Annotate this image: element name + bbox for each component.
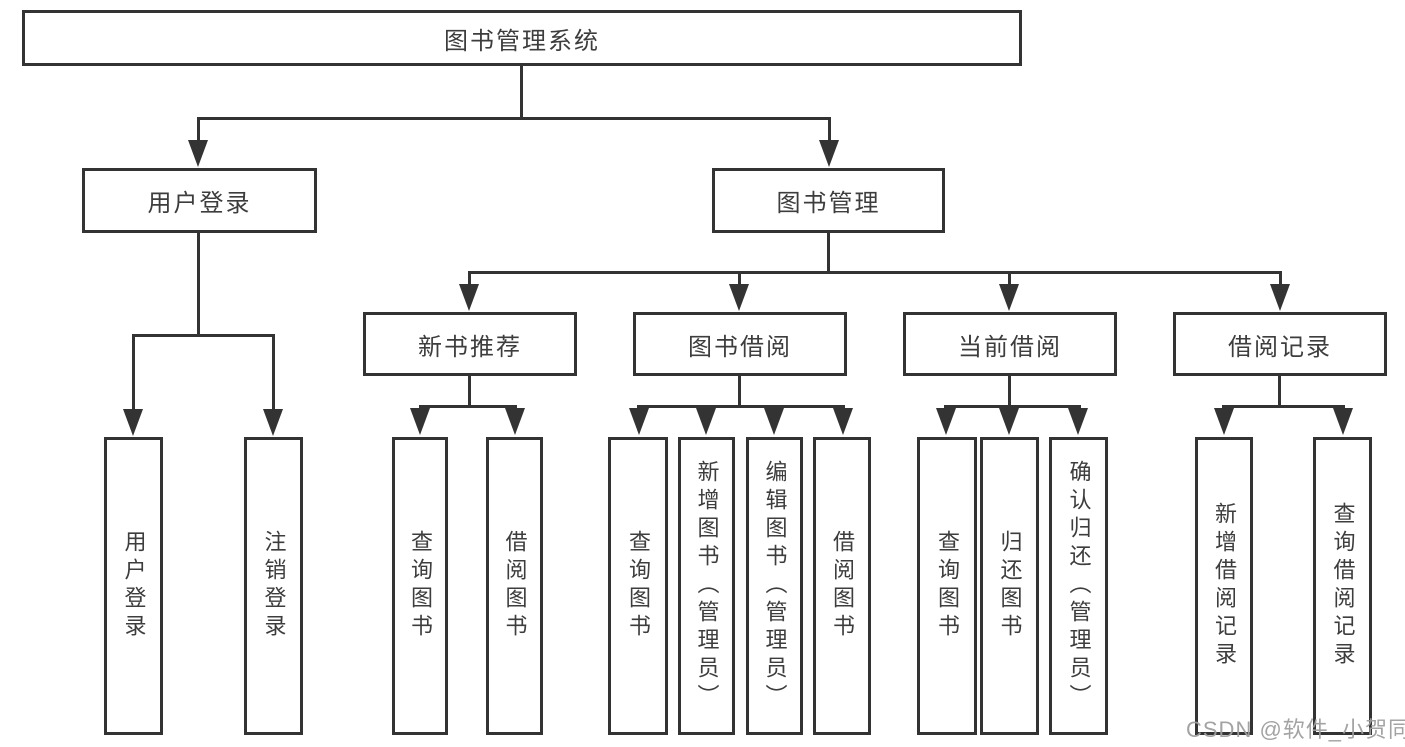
node-new-book-recommend: 新书推荐 (363, 312, 577, 376)
line-segment (1008, 271, 1011, 287)
leaf-edit-book-admin: 编辑图书（管理员） (746, 437, 803, 735)
leaf-logout-login: 注销登录 (244, 437, 303, 735)
leaf-add-borrow-record: 新增借阅记录 (1195, 437, 1253, 735)
node-book-management: 图书管理 (712, 168, 945, 233)
line-segment (419, 405, 517, 408)
line-segment (272, 334, 275, 410)
line-segment (132, 334, 275, 337)
leaf-confirm-return-admin: 确认归还（管理员） (1049, 437, 1108, 735)
line-segment (520, 66, 523, 120)
node-book-borrow: 图书借阅 (633, 312, 847, 376)
leaf-borrow-books-recommend: 借阅图书 (486, 437, 543, 735)
line-segment (197, 231, 200, 337)
arrowhead-down (1333, 408, 1353, 435)
arrowhead-down (459, 284, 479, 311)
node-borrow-records: 借阅记录 (1173, 312, 1387, 376)
arrowhead-down (1214, 408, 1234, 435)
node-root-library-system: 图书管理系统 (22, 10, 1022, 66)
arrowhead-down (1068, 408, 1088, 435)
arrowhead-down (505, 408, 525, 435)
line-segment (827, 231, 830, 274)
leaf-query-books-borrow: 查询图书 (608, 437, 668, 735)
leaf-add-book-admin: 新增图书（管理员） (678, 437, 735, 735)
leaf-user-login: 用户登录 (104, 437, 163, 735)
csdn-watermark: CSDN @软件_小贺同学 (1186, 717, 1405, 742)
leaf-query-books-recommend: 查询图书 (392, 437, 448, 735)
leaf-borrow-books: 借阅图书 (813, 437, 871, 735)
arrowhead-down (696, 408, 716, 435)
arrowhead-down (936, 408, 956, 435)
line-segment (197, 117, 831, 120)
arrowhead-down (263, 409, 283, 436)
arrowhead-down (123, 409, 143, 436)
arrowhead-down (999, 284, 1019, 311)
line-segment (468, 271, 1282, 274)
node-user-login: 用户登录 (82, 168, 317, 233)
arrowhead-down (188, 140, 208, 167)
arrowhead-down (629, 408, 649, 435)
line-segment (738, 374, 741, 408)
arrowhead-down (1270, 284, 1290, 311)
line-segment (637, 405, 845, 408)
line-segment (1278, 374, 1281, 408)
line-segment (738, 271, 741, 287)
line-segment (468, 374, 471, 408)
arrowhead-down (819, 140, 839, 167)
leaf-return-book: 归还图书 (980, 437, 1039, 735)
arrowhead-down (410, 408, 430, 435)
line-segment (1008, 374, 1011, 408)
node-current-borrow: 当前借阅 (903, 312, 1117, 376)
arrowhead-down (999, 408, 1019, 435)
line-segment (944, 405, 1081, 408)
line-segment (828, 117, 831, 143)
line-segment (132, 334, 135, 410)
line-segment (1222, 405, 1345, 408)
arrowhead-down (729, 284, 749, 311)
leaf-query-borrow-record: 查询借阅记录 (1313, 437, 1372, 735)
arrowhead-down (764, 408, 784, 435)
line-segment (1279, 271, 1282, 287)
line-segment (468, 271, 471, 287)
leaf-query-books-current: 查询图书 (917, 437, 977, 735)
line-segment (197, 117, 200, 143)
arrowhead-down (833, 408, 853, 435)
